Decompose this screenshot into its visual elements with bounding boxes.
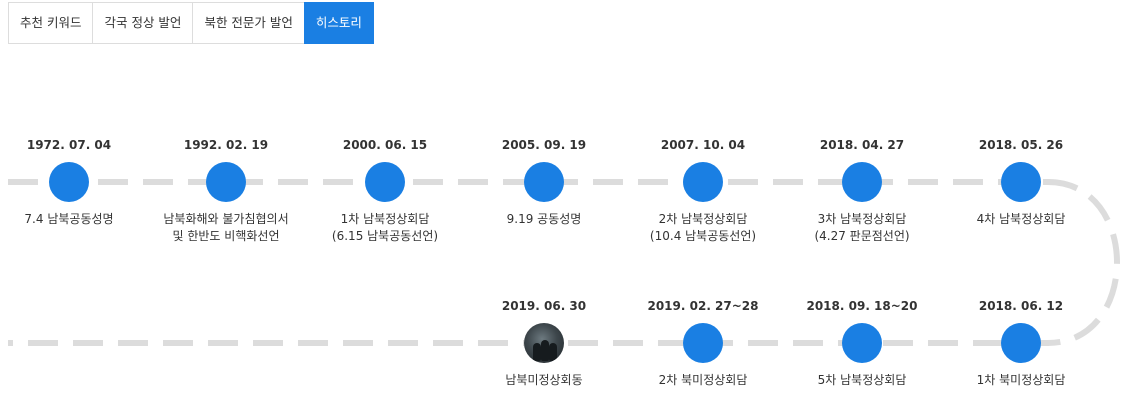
event-label: 1차 북미정상회담 <box>946 372 1096 389</box>
event-marker[interactable] <box>842 162 882 202</box>
event-label-line1: 5차 남북정상회담 <box>817 373 907 387</box>
event-date: 2018. 06. 12 <box>978 299 1064 313</box>
photo-figure <box>549 343 557 361</box>
event-label: 2차 북미정상회담 <box>628 372 778 389</box>
tab-nk-expert-remarks[interactable]: 북한 전문가 발언 <box>192 2 305 44</box>
event-label: 4차 남북정상회담 <box>946 211 1096 228</box>
event-date: 1972. 07. 04 <box>26 138 112 152</box>
event-label-line1: 남북화해와 불가침협의서 <box>163 212 289 226</box>
event-marker[interactable] <box>365 162 405 202</box>
event-marker[interactable] <box>206 162 246 202</box>
event-label-line1: 2차 남북정상회담 <box>658 212 748 226</box>
event-label: 3차 남북정상회담 (4.27 판문점선언) <box>787 211 937 245</box>
event-marker[interactable] <box>683 323 723 363</box>
event-label: 5차 남북정상회담 <box>787 372 937 389</box>
event-label: 2차 남북정상회담 (10.4 남북공동선언) <box>628 211 778 245</box>
event-label: 9.19 공동성명 <box>469 211 619 228</box>
event-date: 2007. 10. 04 <box>660 138 746 152</box>
event-label-line1: 2차 북미정상회담 <box>658 373 748 387</box>
event-label-line1: 4차 남북정상회담 <box>976 212 1066 226</box>
tab-bar: 추천 키워드 각국 정상 발언 북한 전문가 발언 히스토리 <box>8 2 374 44</box>
event-label-line1: 3차 남북정상회담 <box>817 212 907 226</box>
event-label-line2: (10.4 남북공동선언) <box>649 229 757 243</box>
event-date: 2005. 09. 19 <box>501 138 587 152</box>
event-photo-thumbnail[interactable] <box>524 323 564 363</box>
event-marker[interactable] <box>842 323 882 363</box>
timeline-line-curve <box>1047 179 1120 346</box>
event-date: 1992. 02. 19 <box>183 138 269 152</box>
event-marker[interactable] <box>524 162 564 202</box>
event-label: 남북화해와 불가침협의서 및 한반도 비핵화선언 <box>151 211 301 245</box>
event-date: 2000. 06. 15 <box>342 138 428 152</box>
event-label: 1차 남북정상회담 (6.15 남북공동선언) <box>310 211 460 245</box>
event-marker[interactable] <box>1001 162 1041 202</box>
event-date: 2018. 05. 26 <box>978 138 1064 152</box>
event-label-line2: (6.15 남북공동선언) <box>331 229 439 243</box>
event-marker[interactable] <box>1001 323 1041 363</box>
event-date: 2018. 04. 27 <box>819 138 905 152</box>
event-label-line1: 1차 남북정상회담 <box>340 212 430 226</box>
event-label-line1: 9.19 공동성명 <box>506 212 582 226</box>
event-date: 2019. 02. 27~28 <box>647 299 759 313</box>
tab-history[interactable]: 히스토리 <box>303 2 374 44</box>
event-label: 남북미정상회동 <box>469 372 619 389</box>
event-label-line2: 및 한반도 비핵화선언 <box>172 229 280 243</box>
event-label-line1: 7.4 남북공동성명 <box>24 212 114 226</box>
event-marker[interactable] <box>683 162 723 202</box>
event-marker[interactable] <box>49 162 89 202</box>
event-date: 2018. 09. 18~20 <box>806 299 918 313</box>
event-date: 2019. 06. 30 <box>501 299 587 313</box>
event-label-line1: 1차 북미정상회담 <box>976 373 1066 387</box>
photo-figure <box>541 340 549 361</box>
event-label: 7.4 남북공동성명 <box>0 211 144 228</box>
tab-leaders-remarks[interactable]: 각국 정상 발언 <box>92 2 194 44</box>
tab-recommended-keywords[interactable]: 추천 키워드 <box>8 2 94 44</box>
event-label-line2: (4.27 판문점선언) <box>814 229 910 243</box>
event-label-line1: 남북미정상회동 <box>505 373 583 387</box>
photo-figure <box>533 343 541 361</box>
